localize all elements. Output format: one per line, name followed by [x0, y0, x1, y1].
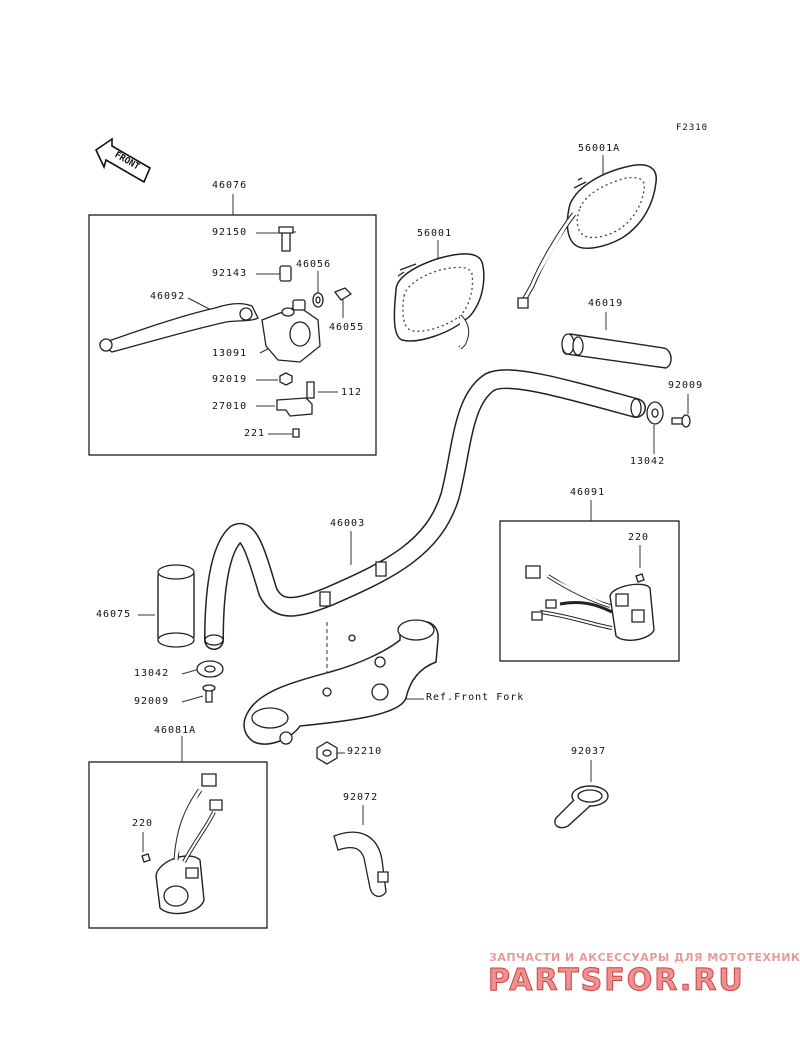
- callout-13042-left: 13042: [134, 668, 170, 679]
- cable-clamp: [555, 786, 608, 828]
- callout-46055: 46055: [329, 322, 365, 333]
- left-switch-group-box: [89, 762, 267, 928]
- callout-46056: 46056: [296, 259, 332, 270]
- watermark-brand: PARTSFOR.RU: [488, 963, 745, 999]
- front-direction-arrow: FRONT: [96, 139, 150, 182]
- handlebar: [205, 379, 641, 645]
- callout-46075: 46075: [96, 609, 132, 620]
- right-end-washer: [647, 402, 663, 424]
- callout-221: 221: [244, 428, 266, 439]
- callout-46081A: 46081A: [154, 725, 197, 736]
- callout-92009-left: 92009: [134, 696, 170, 707]
- right-grip: [562, 334, 671, 368]
- mirror-right: [518, 165, 656, 308]
- left-end-screw: [203, 685, 215, 702]
- watermark-tagline: ЗАПЧАСТИ И АКСЕССУАРЫ ДЛЯ МОТОТЕХНИКИ: [489, 951, 800, 964]
- callout-46091: 46091: [570, 487, 606, 498]
- left-end-washer: [197, 661, 223, 677]
- callout-92019: 92019: [212, 374, 248, 385]
- mirror-left: [394, 254, 483, 348]
- left-grip: [158, 565, 194, 647]
- callout-92150: 92150: [212, 227, 248, 238]
- diagram-code: F2310: [676, 123, 709, 133]
- right-switch-housing: [526, 566, 654, 640]
- cable-band: [334, 832, 388, 896]
- callout-220-left: 220: [132, 818, 154, 829]
- callout-92009-right: 92009: [668, 380, 704, 391]
- callout-46092: 46092: [150, 291, 186, 302]
- callout-13091: 13091: [212, 348, 248, 359]
- callout-220-right: 220: [628, 532, 650, 543]
- callout-92072: 92072: [343, 792, 379, 803]
- callout-13042-right: 13042: [630, 456, 666, 467]
- left-switch-housing: [142, 774, 222, 914]
- callout-92037: 92037: [571, 746, 607, 757]
- callout-112: 112: [341, 387, 363, 398]
- callout-46019: 46019: [588, 298, 624, 309]
- callout-46003: 46003: [330, 518, 366, 529]
- clutch-lever-assembly: [100, 227, 351, 437]
- callout-56001: 56001: [417, 228, 453, 239]
- right-switch-group-box: [500, 521, 679, 661]
- bracket-nut: [317, 742, 337, 764]
- callout-56001A: 56001A: [578, 143, 621, 154]
- callout-92210: 92210: [347, 746, 383, 757]
- callout-27010: 27010: [212, 401, 248, 412]
- callout-46076: 46076: [212, 180, 248, 191]
- callout-92143: 92143: [212, 268, 248, 279]
- top-bracket: [244, 620, 438, 744]
- ref-front-fork-note: Ref.Front Fork: [426, 692, 525, 703]
- leader-lines: [138, 155, 688, 852]
- right-end-screw: [672, 415, 690, 427]
